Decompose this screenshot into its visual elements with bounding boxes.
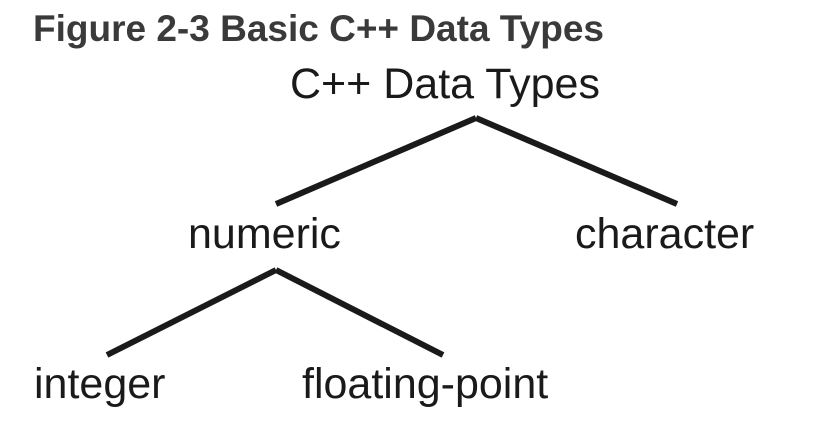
node-floating-point: floating-point — [302, 360, 549, 408]
edge-root-numeric — [274, 115, 478, 207]
figure-caption: Figure 2-3 Basic C++ Data Types — [33, 8, 604, 49]
edge-numeric-integer — [105, 267, 278, 358]
node-character: character — [575, 210, 755, 258]
node-numeric: numeric — [188, 210, 341, 258]
node-integer: integer — [34, 360, 166, 408]
node-cpp-data-types: C++ Data Types — [290, 60, 600, 108]
edge-numeric-floating-point — [274, 267, 445, 358]
edge-root-character — [474, 115, 679, 207]
